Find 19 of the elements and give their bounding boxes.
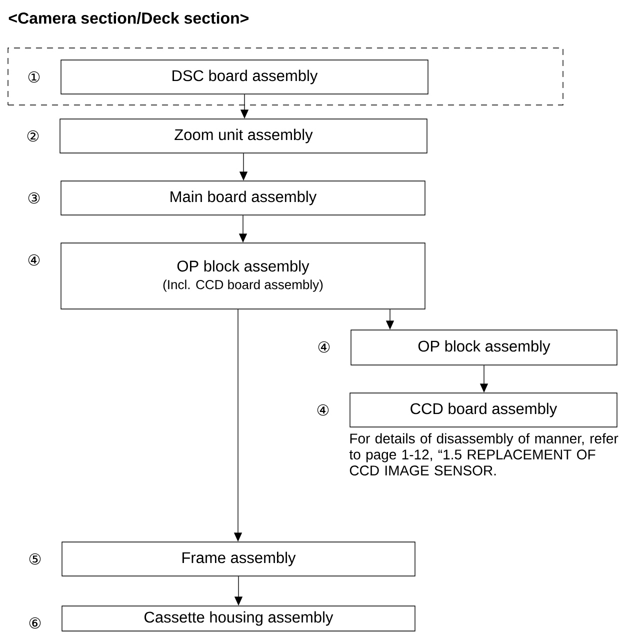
process-box: Main board assembly <box>60 180 426 216</box>
process-box: OP block assembly (Incl. CCD board assembly) <box>60 242 426 310</box>
note-text: For details of disassembly of manner, refer to page 1-12, “1.5 REPLACEMENT OF CCD IMAGE SENSOR. <box>349 433 618 476</box>
step-number: ⑥ <box>29 617 41 629</box>
process-box: Zoom unit assembly <box>60 118 428 154</box>
process-box: Frame assembly <box>62 542 416 576</box>
process-box: CCD board assembly <box>350 392 618 428</box>
process-box: DSC board assembly <box>60 60 428 94</box>
step-number: ① <box>28 71 40 83</box>
step-number: ④ <box>28 254 40 266</box>
process-box: Cassette housing assembly <box>62 606 416 632</box>
step-number: ④ <box>317 404 329 416</box>
title: <Camera section/Deck section> <box>8 12 249 24</box>
process-box: OP block assembly <box>350 330 618 366</box>
step-number: ② <box>27 130 39 142</box>
step-number: ④ <box>318 341 330 353</box>
step-number: ③ <box>28 192 40 204</box>
step-number: ⑤ <box>29 553 41 565</box>
dashed-group-box <box>8 48 564 106</box>
